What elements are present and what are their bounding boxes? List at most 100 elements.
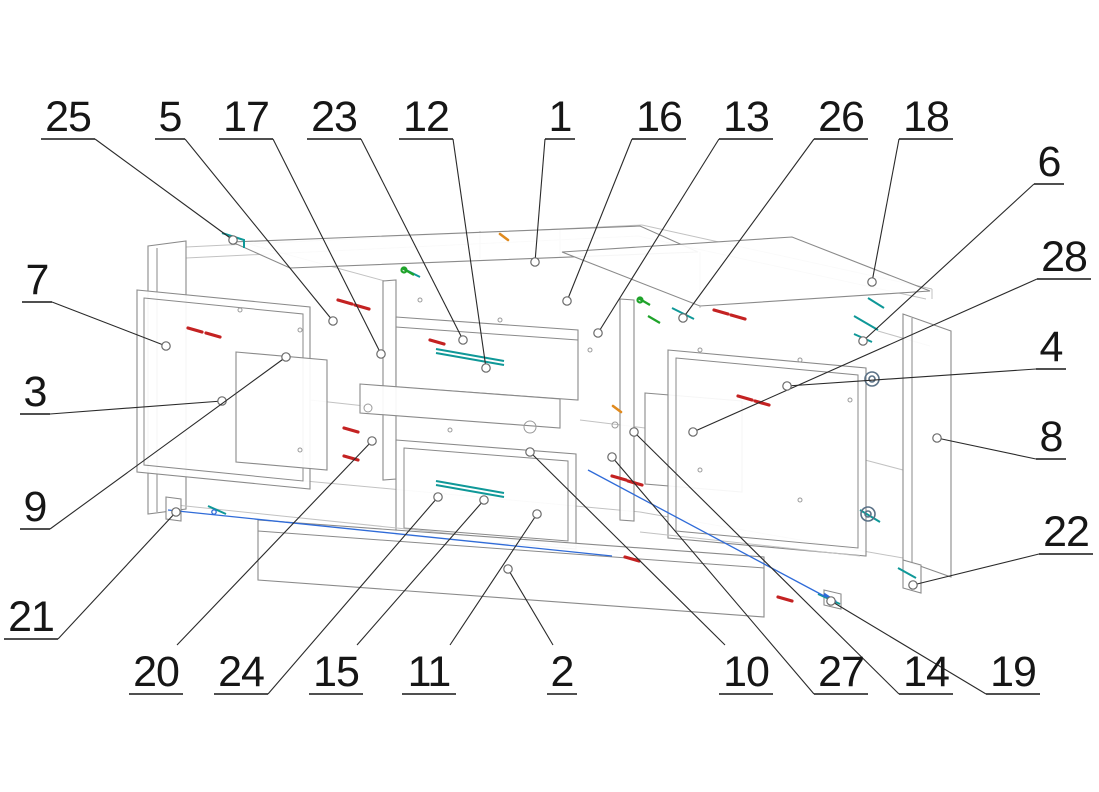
- leader-line-9: [49, 356, 287, 530]
- cam-lock-icon: [860, 506, 876, 522]
- cam-lock-icon: [868, 375, 876, 383]
- callout-number-16: 16: [636, 93, 682, 141]
- right-side-panel: [902, 313, 952, 578]
- hinge-cup-icon: [636, 296, 644, 304]
- callout-number-25: 25: [45, 93, 91, 141]
- screw-icon: [237, 307, 243, 313]
- dowel-icons: [186, 298, 794, 603]
- callout-number-27: 27: [818, 648, 864, 696]
- leader-line-1: [534, 138, 546, 263]
- leader-line-8: [936, 437, 1037, 460]
- callout-number-11: 11: [408, 648, 451, 696]
- leader-line-11: [449, 513, 538, 646]
- callout-number-22: 22: [1043, 508, 1089, 556]
- leader-line-19: [830, 600, 987, 695]
- callout-number-17: 17: [223, 93, 269, 141]
- cam-lock-icon: [864, 371, 880, 387]
- dowel-icon: [342, 454, 360, 462]
- callout-number-23: 23: [311, 93, 357, 141]
- callout-target-25: [228, 235, 238, 245]
- leader-line-13: [597, 138, 720, 334]
- callout-leaders: [49, 138, 1040, 695]
- left-shelf-panel: [235, 351, 328, 471]
- dowel-icon: [342, 426, 360, 434]
- drawer-slide-icon: [435, 484, 505, 498]
- callout-target-10: [525, 447, 535, 457]
- callout-target-20: [367, 436, 377, 446]
- top-panel-right: [561, 236, 931, 307]
- cam-lock-icon: [864, 510, 872, 518]
- callout-target-5: [328, 316, 338, 326]
- callout-number-21: 21: [8, 593, 54, 641]
- callout-number-12: 12: [403, 93, 449, 141]
- dowel-icon: [610, 474, 628, 482]
- leader-line-20: [176, 440, 373, 646]
- callout-target-15: [479, 495, 489, 505]
- leader-line-27: [611, 456, 815, 695]
- cabinet-drawing: [136, 224, 952, 618]
- screw-icon: [417, 297, 423, 303]
- leader-line-18: [871, 138, 900, 283]
- leader-line-25: [94, 138, 234, 241]
- callout-target-11: [532, 509, 542, 519]
- callout-target-21: [171, 507, 181, 517]
- dowel-icon: [204, 331, 222, 339]
- callout-target-8: [932, 433, 942, 443]
- callout-number-5: 5: [159, 93, 182, 141]
- callout-number-18: 18: [903, 93, 949, 141]
- callout-target-26: [678, 313, 688, 323]
- callout-target-19: [826, 596, 836, 606]
- callout-target-16: [562, 296, 572, 306]
- leader-line-23: [360, 138, 464, 341]
- leader-line-12: [452, 138, 487, 369]
- screw-icon: [797, 357, 803, 363]
- fitting-icon: [611, 404, 623, 414]
- callout-target-17: [376, 349, 386, 359]
- hinge-icon: [647, 315, 661, 324]
- drawer-slide-icon: [435, 352, 505, 366]
- callout-target-22: [908, 580, 918, 590]
- callout-number-28: 28: [1041, 233, 1087, 281]
- callout-number-24: 24: [218, 648, 264, 696]
- callout-target-18: [867, 277, 877, 287]
- screw-icon: [697, 347, 703, 353]
- screw-icon: [447, 427, 453, 433]
- fitting-icon: [897, 567, 917, 579]
- callout-number-6: 6: [1038, 138, 1061, 186]
- leader-line-3: [49, 400, 223, 415]
- callout-target-9: [281, 352, 291, 362]
- callout-target-28: [688, 427, 698, 437]
- fitting-icon: [867, 297, 885, 309]
- corner-bracket-icon: [221, 232, 245, 248]
- leader-line-21: [57, 511, 177, 640]
- leader-line-28: [692, 278, 1038, 433]
- leader-line-24: [267, 496, 439, 695]
- callout-number-9: 9: [24, 483, 47, 531]
- callout-target-1: [530, 257, 540, 267]
- callout-number-1: 1: [549, 93, 572, 141]
- callout-number-26: 26: [818, 93, 864, 141]
- leader-line-6: [862, 183, 1035, 342]
- fitting-icon: [207, 505, 227, 515]
- dowel-icon: [336, 298, 354, 306]
- callout-target-14: [629, 427, 639, 437]
- fitting-icon: [498, 232, 510, 242]
- dowel-icon: [753, 399, 771, 407]
- screw-icon: [497, 317, 503, 323]
- callout-number-7: 7: [26, 256, 49, 304]
- middle-shelf: [359, 383, 561, 429]
- dowel-icon: [428, 338, 446, 346]
- callout-number-13: 13: [723, 93, 769, 141]
- callout-target-4: [782, 381, 792, 391]
- screw-icons: [237, 297, 853, 503]
- screw-icon: [611, 421, 619, 429]
- connector-dot-icon: [211, 509, 217, 515]
- center-divider-right: [619, 298, 635, 522]
- right-door-panel: [667, 349, 867, 557]
- leader-line-15: [356, 499, 485, 646]
- callout-target-23: [458, 335, 468, 345]
- screw-icon: [587, 347, 593, 353]
- callout-target-27: [607, 452, 617, 462]
